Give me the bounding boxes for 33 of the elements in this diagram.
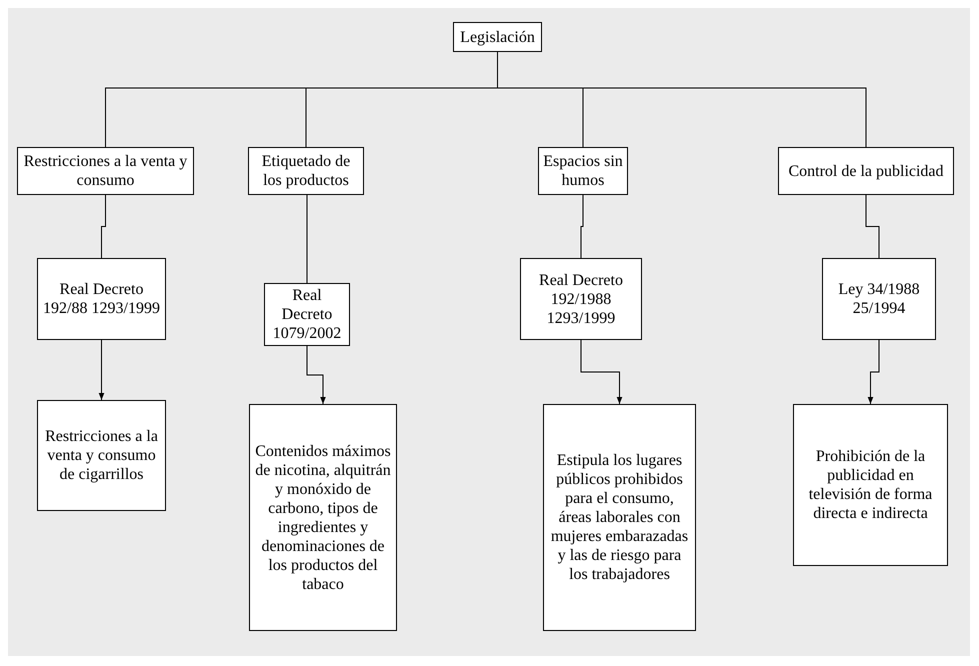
arrow: [306, 346, 326, 404]
node-text: Real Decreto 1079/2002: [272, 286, 342, 343]
connector-line: [306, 194, 308, 284]
topic-box: [17, 147, 194, 195]
node-text: Real Decreto 192/1988 1293/1999: [538, 270, 624, 328]
node-text: Etiquetado de los productos: [260, 152, 352, 190]
topic-box: [520, 258, 642, 340]
node-text: Real Decreto 192/88 1293/1999: [42, 280, 161, 318]
node-text: Espacios sin humos: [543, 152, 623, 190]
topic-box: [37, 400, 166, 511]
arrow: [580, 340, 622, 404]
topic-box: [822, 258, 936, 340]
node-text: Contenidos máximos de nicotina, alquitrán y monóxido de carbono, tipos de ingredientes y denominaciones de los productos del tabaco: [254, 442, 392, 594]
connector-line: [866, 194, 880, 258]
topic-box: [249, 404, 397, 631]
root-box: [453, 22, 542, 52]
node-text: Prohibición de la publicidad en televisión de forma directa e indirecta: [808, 447, 934, 523]
node-text: Ley 34/1988 25/1994: [837, 280, 921, 318]
node-text: Control de la publicidad: [788, 162, 944, 180]
node-text: Estipula los lugares públicos prohibidos para el consumo, áreas laborales con mujeres embarazadas y las de riesgo para los trabajadores: [550, 451, 690, 584]
topic-box: [543, 404, 696, 631]
topic-box: [248, 147, 364, 195]
arrow: [98, 340, 104, 400]
node-text: Legislación: [460, 28, 535, 46]
topic-box: [793, 404, 948, 566]
topic-box: [264, 283, 350, 346]
connector-line: [101, 194, 106, 258]
arrow: [868, 340, 880, 404]
topic-box: [37, 258, 166, 340]
node-text: Restricciones a la venta y consumo: [22, 152, 188, 190]
connector-line: [580, 194, 584, 258]
topic-box: [778, 147, 954, 195]
node-text: Restricciones a la venta y consumo de cigarrillos: [44, 427, 159, 484]
